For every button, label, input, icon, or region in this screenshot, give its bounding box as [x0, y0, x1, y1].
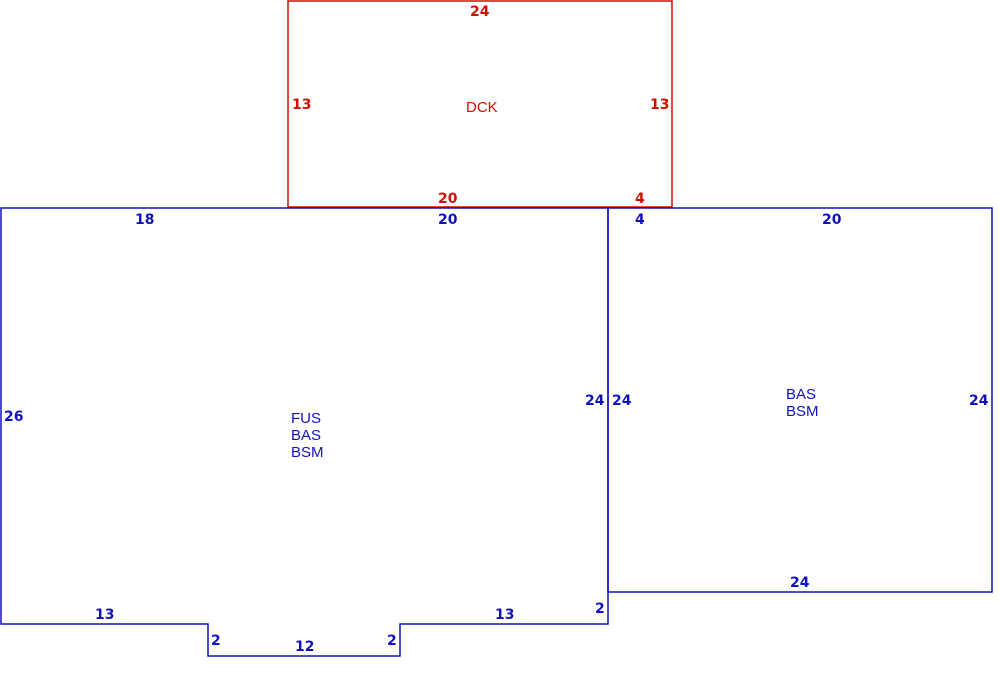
deck-dim-top: 24 — [470, 4, 490, 20]
side-dim-bottom: 24 — [790, 575, 810, 591]
main-dim-top-a: 18 — [135, 212, 154, 228]
side-dim-top-b: 20 — [822, 212, 842, 228]
main-dim-bottom-left: 13 — [95, 607, 114, 623]
main-dim-notch-bottom: 12 — [295, 639, 314, 655]
deck-dim-right: 13 — [650, 97, 669, 113]
main-area-code-3: BSM — [291, 444, 324, 461]
main-dim-right: 24 — [585, 393, 605, 409]
side-dim-right: 24 — [969, 393, 989, 409]
deck-area-code: DCK — [466, 99, 498, 116]
deck-dim-bottom-a: 20 — [438, 191, 458, 207]
side-section-outline — [607, 207, 993, 593]
deck-dim-bottom-b: 4 — [635, 191, 645, 207]
main-dim-notch-left: 2 — [211, 633, 221, 649]
deck-outline — [287, 0, 673, 208]
main-dim-bottom-right: 13 — [495, 607, 514, 623]
main-dim-left: 26 — [4, 409, 23, 425]
side-dim-top-a: 4 — [635, 212, 645, 228]
side-dim-left: 24 — [612, 393, 632, 409]
main-dim-notch-right: 2 — [387, 633, 397, 649]
main-area-code-2: BAS — [291, 427, 321, 444]
main-area-code-1: FUS — [291, 410, 321, 427]
main-dim-corner: 2 — [595, 601, 605, 617]
side-area-code-1: BAS — [786, 386, 816, 403]
side-area-code-2: BSM — [786, 403, 819, 420]
deck-dim-left: 13 — [292, 97, 311, 113]
main-dim-top-b: 20 — [438, 212, 458, 228]
